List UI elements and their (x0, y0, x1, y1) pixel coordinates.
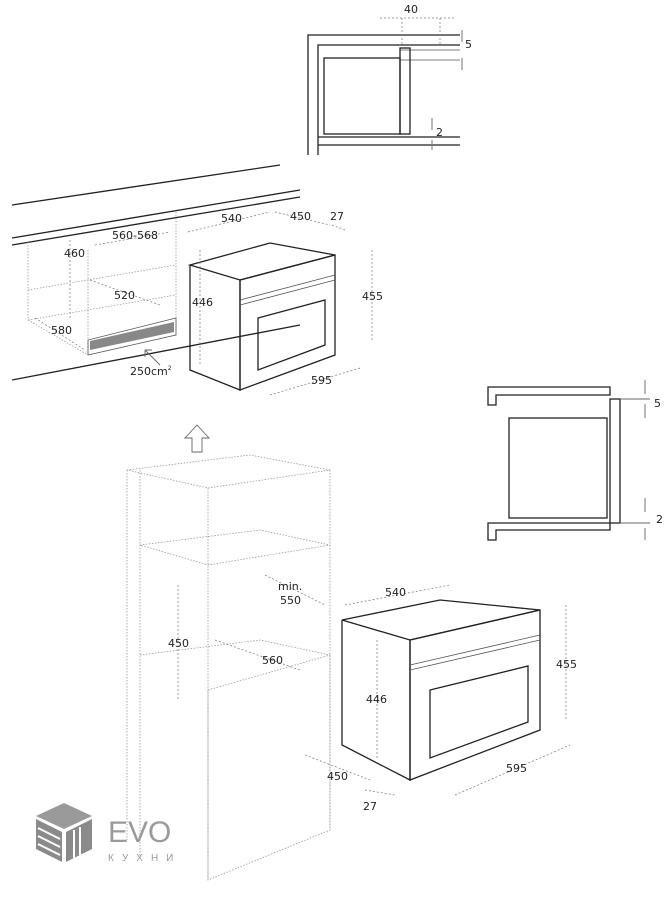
dim-40: 40 (404, 3, 418, 16)
dim-455-col: 455 (556, 658, 577, 671)
dim-560-568: 560-568 (112, 229, 158, 242)
dim-2: 2 (436, 126, 443, 139)
dim-450: 450 (290, 210, 311, 223)
dim-595: 595 (311, 374, 332, 387)
min-label: min. (278, 580, 302, 593)
dim-450-niche: 450 (168, 637, 189, 650)
dim-540-col: 540 (385, 586, 406, 599)
dim-450-col: 450 (327, 770, 348, 783)
dim-5-side: 5 (654, 397, 661, 410)
dim-2-side: 2 (656, 513, 663, 526)
dim-27-col: 27 (363, 800, 377, 813)
undercounter-installation: 460 560-568 520 580 250cm2 540 450 27 44… (11, 164, 383, 396)
vent-area: 250cm2 (130, 365, 172, 378)
logo-subtitle: КУХНИ (108, 853, 181, 864)
dim-550: 550 (280, 594, 301, 607)
dim-580: 580 (51, 324, 72, 337)
dim-446: 446 (192, 296, 213, 309)
top-section-detail: 40 5 2 (307, 3, 472, 155)
dim-540: 540 (221, 212, 242, 225)
dim-446-col: 446 (366, 693, 387, 706)
column-installation: min. 550 450 560 540 455 446 450 595 27 (126, 424, 577, 881)
dim-560: 560 (262, 654, 283, 667)
evo-logo: EVO КУХНИ (36, 803, 181, 864)
side-section-detail: 5 2 (487, 380, 663, 541)
dim-455: 455 (362, 290, 383, 303)
dim-5: 5 (465, 38, 472, 51)
dim-27: 27 (330, 210, 344, 223)
dim-460: 460 (64, 247, 85, 260)
logo-name: EVO (108, 816, 171, 849)
dim-520: 520 (114, 289, 135, 302)
dim-595-col: 595 (506, 762, 527, 775)
